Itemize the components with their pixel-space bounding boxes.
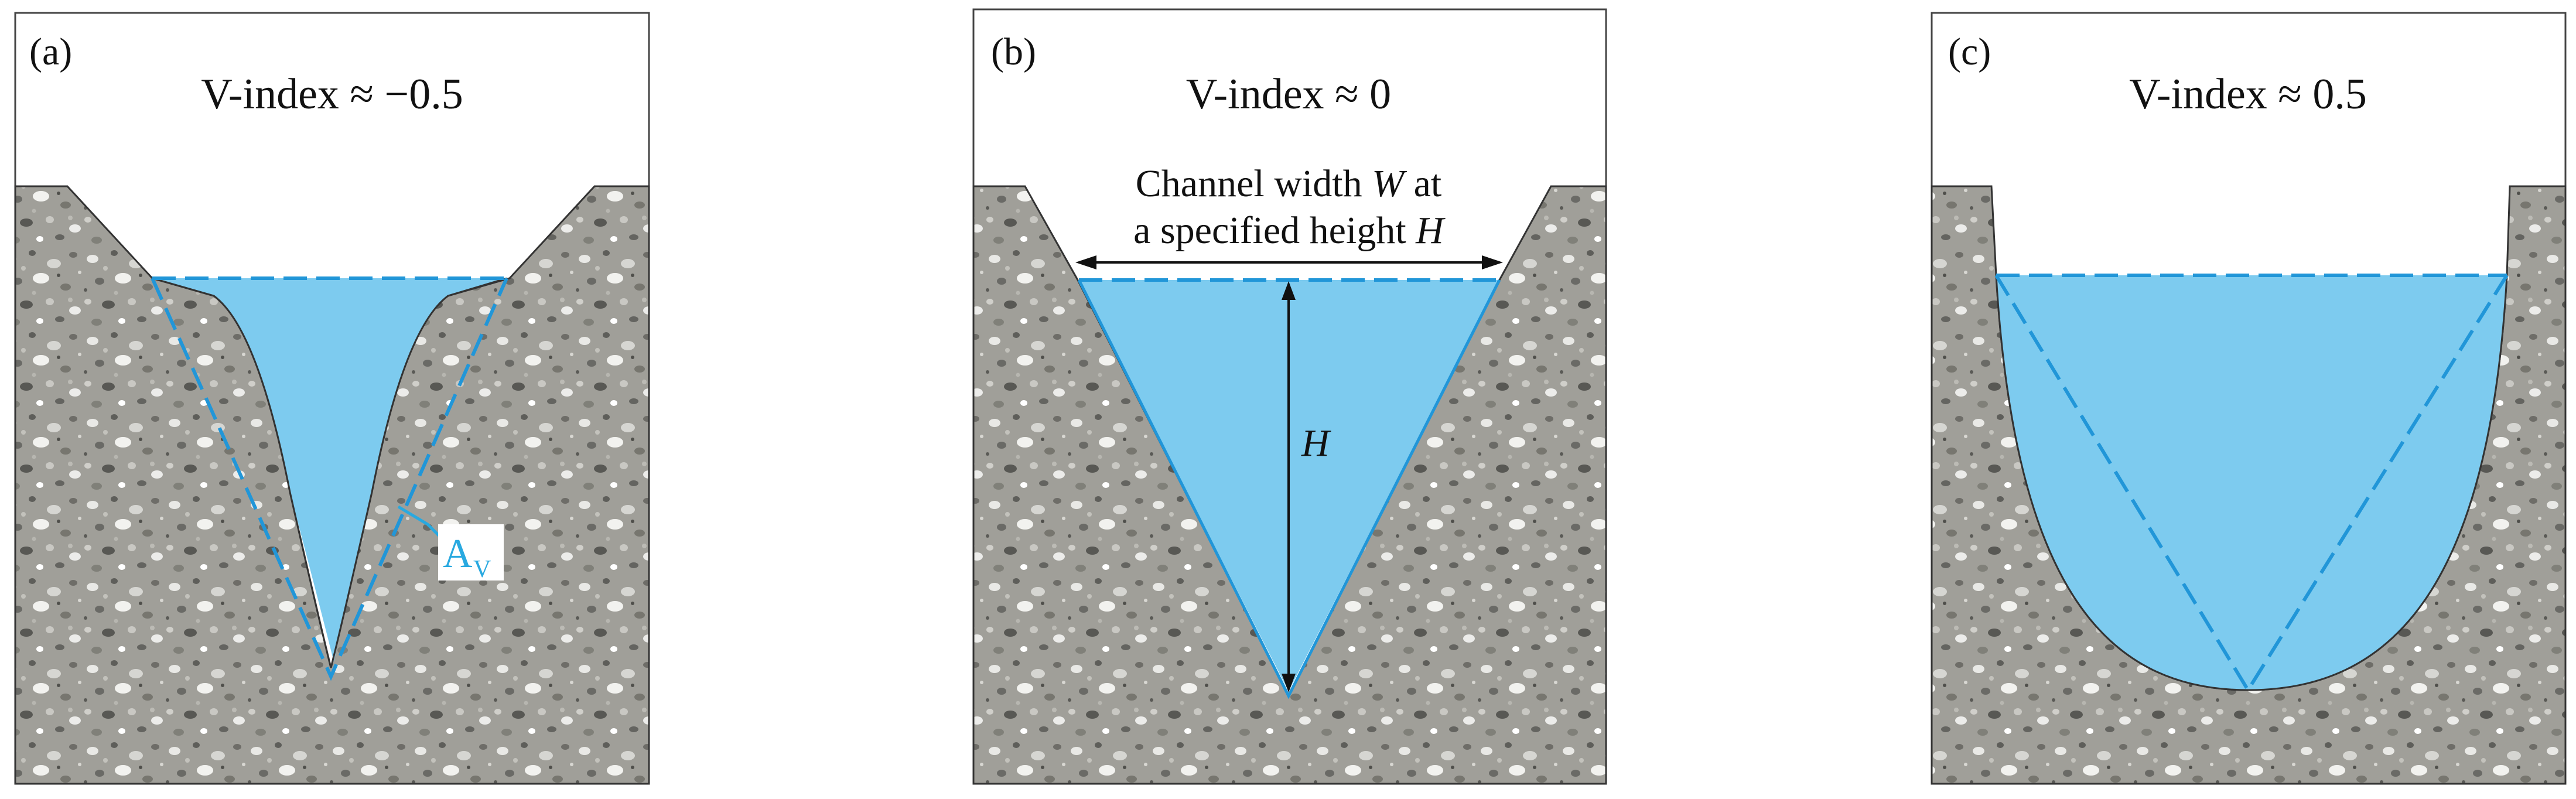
panel-a-av-label: A xyxy=(443,531,473,576)
panel-a-label: (a) xyxy=(29,30,72,73)
panel-b-channel-wall xyxy=(1077,279,1501,699)
panel-a-water xyxy=(152,278,507,662)
panel-b-height-arrow-top-head xyxy=(1282,281,1296,300)
panel-c-title: V-index ≈ 0.5 xyxy=(2129,70,2367,118)
panel-c-water xyxy=(1996,275,2507,690)
panel-b-width-arrow-left-head xyxy=(1075,255,1096,269)
panel-a-av-box xyxy=(438,524,504,581)
panel-a-av-subscript: V xyxy=(473,556,491,583)
panel-c-label: (c) xyxy=(1948,30,1991,73)
panel-b-height-arrow-bottom-head xyxy=(1282,674,1296,692)
panel-a-channel-wall xyxy=(152,277,507,668)
panel-a-title: V-index ≈ −0.5 xyxy=(201,70,463,118)
panel-a-v-reference xyxy=(151,277,508,681)
panel-b-height-label: H xyxy=(1301,422,1331,465)
panel-b-width-annotation-line1: Channel width W at xyxy=(1136,162,1441,205)
panel-b: (b) V-index ≈ 0 Channel width W at a spe… xyxy=(972,8,1607,785)
panel-c-channel-wall xyxy=(1995,275,2508,691)
panel-b-width-arrow-right-head xyxy=(1482,255,1503,269)
panel-c: (c) V-index ≈ 0.5 xyxy=(1931,12,2567,785)
panel-b-width-annotation-line2: a specified height H xyxy=(1133,209,1446,252)
panel-a: A V (a) V-index ≈ −0.5 xyxy=(14,12,650,785)
panel-b-label: (b) xyxy=(991,30,1036,73)
panel-b-title: V-index ≈ 0 xyxy=(1186,70,1391,118)
panel-b-ground xyxy=(972,185,1607,785)
